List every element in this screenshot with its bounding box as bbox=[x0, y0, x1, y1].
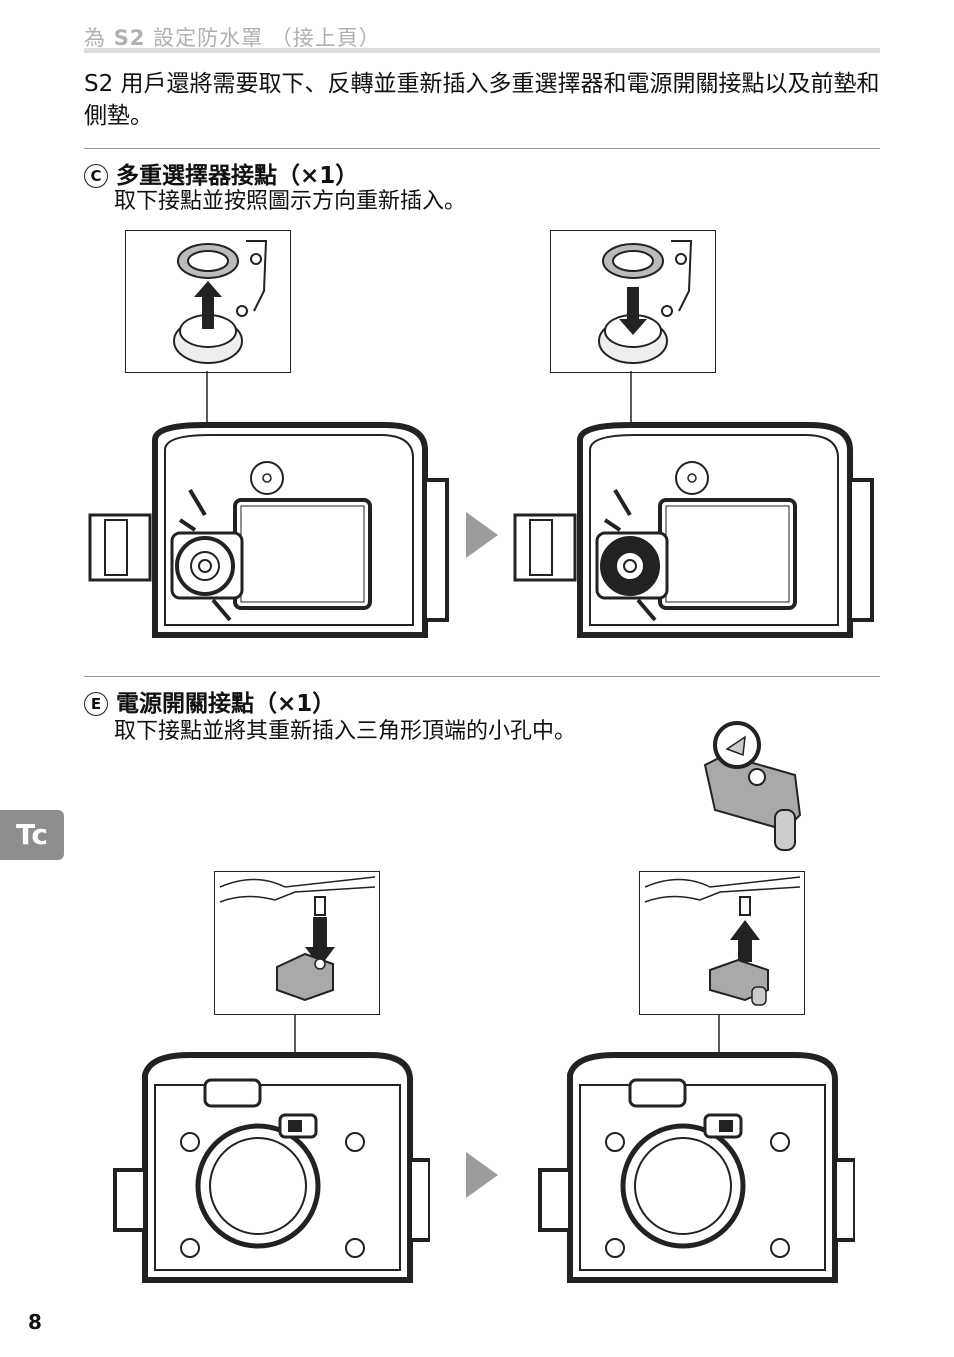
page-number: 8 bbox=[28, 1310, 42, 1334]
housing-back-before bbox=[85, 420, 455, 640]
section-e-title: E 電源開關接點（×1） bbox=[84, 684, 335, 718]
section-divider bbox=[84, 148, 880, 149]
section-e-marker: E bbox=[84, 692, 108, 716]
power-contact-detail bbox=[695, 715, 815, 855]
next-step-arrow-e bbox=[462, 1150, 502, 1200]
inset-insert-contact bbox=[550, 230, 716, 373]
running-head-model: S2 bbox=[113, 26, 146, 50]
housing-front-after bbox=[535, 1050, 855, 1285]
inset-remove-contact bbox=[125, 230, 291, 373]
housing-front-before bbox=[110, 1050, 430, 1285]
running-head: 為 S2 設定防水罩 （接上頁） bbox=[84, 22, 381, 52]
section-divider bbox=[84, 676, 880, 677]
section-e-body: 取下接點並將其重新插入三角形頂端的小孔中。 bbox=[114, 719, 577, 744]
inset-remove-power-contact bbox=[639, 871, 805, 1015]
next-step-arrow-c bbox=[462, 510, 502, 560]
section-c-marker: C bbox=[84, 164, 108, 188]
section-c-title-text: 多重選擇器接點（×1） bbox=[116, 163, 359, 189]
section-c-title: C 多重選擇器接點（×1） bbox=[84, 156, 358, 190]
running-head-suffix: 設定防水罩 （接上頁） bbox=[145, 26, 381, 50]
inset-insert-power-contact bbox=[214, 871, 380, 1015]
language-tab: Tc bbox=[0, 810, 64, 860]
section-e-title-text: 電源開關接點（×1） bbox=[116, 691, 336, 717]
header-rule bbox=[84, 48, 880, 53]
section-c-body: 取下接點並按照圖示方向重新插入。 bbox=[114, 189, 467, 214]
intro-paragraph: S2 用戶還將需要取下、反轉並重新插入多重選擇器和電源開關接點以及前墊和側墊。 bbox=[84, 71, 880, 129]
housing-back-after bbox=[510, 420, 880, 640]
running-head-prefix: 為 bbox=[84, 26, 114, 50]
